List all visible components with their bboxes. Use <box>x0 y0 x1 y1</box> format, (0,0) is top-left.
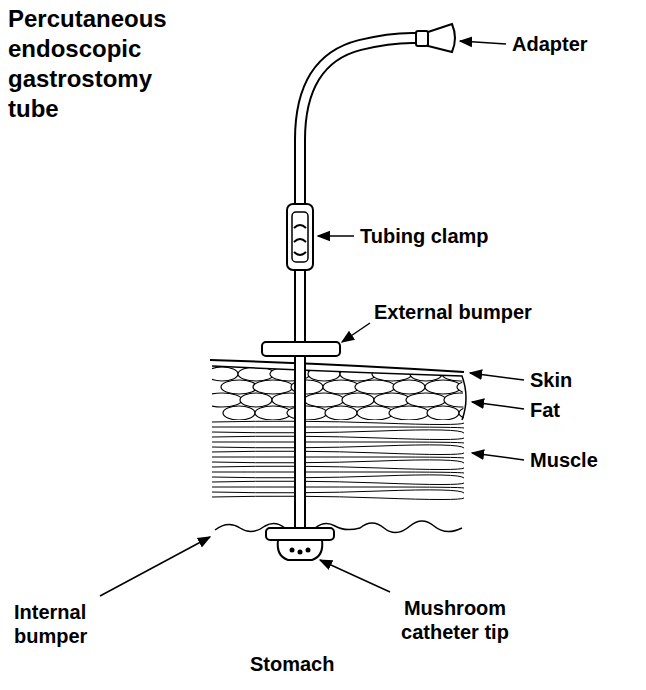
muscle-fiber <box>212 472 464 473</box>
muscle-layer <box>212 421 464 499</box>
fat-cell <box>389 406 429 420</box>
tube-body <box>300 38 418 528</box>
part-label: Skin <box>530 368 630 392</box>
leader-line <box>318 235 354 237</box>
tubing-clamp <box>287 204 313 270</box>
fat-cell <box>308 367 340 381</box>
leader-line <box>320 560 390 592</box>
fat-cell <box>444 393 476 407</box>
part-label: Fat <box>530 398 630 422</box>
adapter-collar <box>416 31 428 46</box>
fat-cell <box>287 406 327 420</box>
skin-line <box>210 360 464 372</box>
fat-cell <box>255 406 291 420</box>
tip-hole <box>290 548 295 553</box>
muscle-fiber <box>212 436 464 439</box>
fat-cell <box>355 380 395 394</box>
diagram-title: Percutaneous endoscopic gastrostomy tube <box>8 4 208 124</box>
muscle-fiber <box>212 487 464 488</box>
fat-cell <box>340 367 376 381</box>
part-label: Internal bumper <box>14 600 134 648</box>
muscle-fiber <box>212 457 464 458</box>
leader-line <box>472 402 524 409</box>
fat-cell <box>323 380 359 394</box>
fat-cell <box>202 393 242 407</box>
mushroom-tip <box>278 540 323 560</box>
leader-line <box>342 323 370 342</box>
muscle-fiber <box>212 427 464 428</box>
fat-cell <box>223 406 255 420</box>
fat-cell <box>357 406 393 420</box>
fat-cell <box>325 406 357 420</box>
clamp-teeth <box>294 225 306 255</box>
part-label: Mushroom catheter tip <box>370 596 540 644</box>
muscle-fiber <box>212 421 464 424</box>
muscle-fiber <box>212 445 464 448</box>
muscle-fiber <box>212 442 464 443</box>
part-label: Muscle <box>530 448 630 472</box>
muscle-fiber <box>212 475 464 478</box>
muscle-fiber <box>212 430 464 433</box>
adapter-body <box>428 24 455 52</box>
part-label: External bumper <box>374 300 594 324</box>
clamp-slot <box>292 212 308 262</box>
tip-hole <box>298 550 303 555</box>
leader-line <box>470 373 524 380</box>
fat-cell <box>206 367 238 381</box>
leader-line <box>472 453 524 460</box>
fat-edge <box>212 366 466 420</box>
leader-line <box>460 41 506 44</box>
muscle-fiber <box>212 466 464 469</box>
muscle-fiber <box>212 481 464 484</box>
fat-cell <box>425 380 461 394</box>
external-bumper <box>262 342 340 356</box>
tip-hole <box>306 548 311 553</box>
tube-outline <box>300 38 418 528</box>
fat-cell <box>253 380 293 394</box>
muscle-fiber <box>212 451 464 454</box>
fat-cell <box>457 380 497 394</box>
muscle-fiber <box>212 490 464 493</box>
fat-layer <box>202 367 497 420</box>
fat-cell <box>304 393 344 407</box>
fat-cell <box>342 393 374 407</box>
part-label: Adapter <box>512 32 632 56</box>
part-label: Tubing clamp <box>360 224 540 248</box>
fat-cell <box>427 406 459 420</box>
muscle-fiber <box>212 496 464 499</box>
fat-cell <box>374 393 410 407</box>
muscle-fiber <box>212 460 464 463</box>
part-label: Stomach <box>250 652 370 676</box>
fat-cell <box>221 380 257 394</box>
stomach-wall <box>215 521 462 533</box>
fat-cell <box>240 393 272 407</box>
leader-line <box>100 537 210 596</box>
fat-cell <box>393 380 425 394</box>
internal-bumper <box>266 528 334 540</box>
fat-cell <box>406 393 446 407</box>
